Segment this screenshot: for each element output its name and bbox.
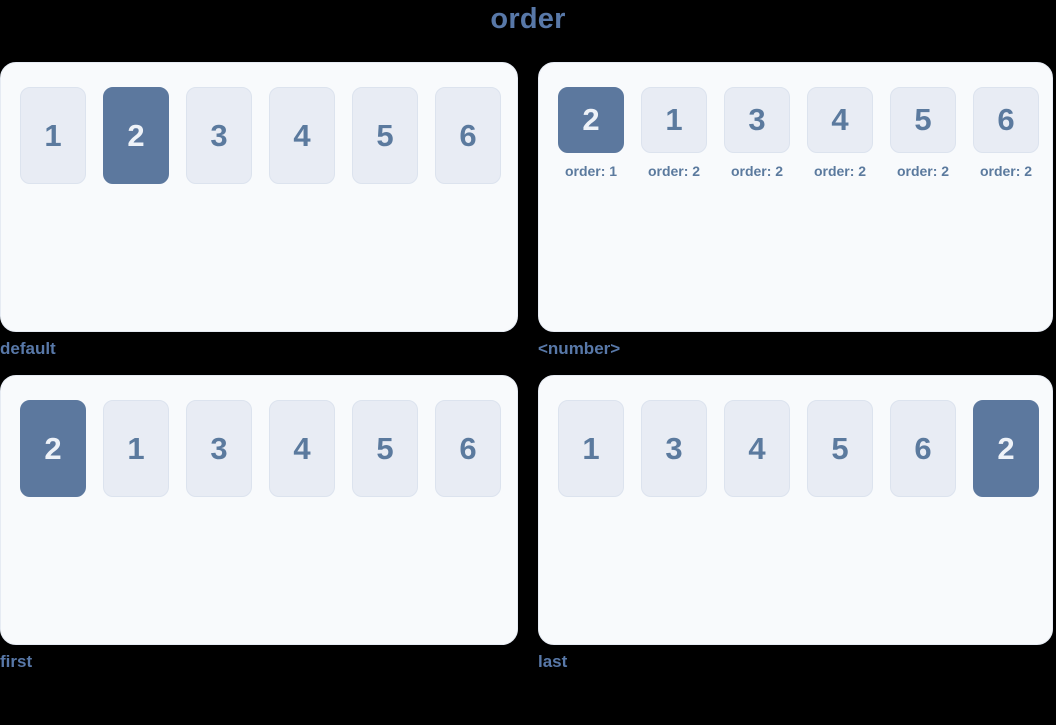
order-value-label: order: 2 [813, 163, 867, 179]
flex-item-column: 4 order: 2 [807, 87, 873, 179]
order-value-label: order: 1 [564, 163, 618, 179]
demo-section-default: 1 2 3 4 5 6 default [0, 62, 518, 359]
demo-section-number: 2 order: 1 1 order: 2 3 order: 2 4 order… [538, 62, 1053, 359]
page-title: order [490, 3, 566, 35]
flex-item-box: 5 [352, 400, 418, 497]
flex-item-box: 4 [724, 400, 790, 497]
order-value-label: order: 2 [979, 163, 1033, 179]
demo-panel-number: 2 order: 1 1 order: 2 3 order: 2 4 order… [538, 62, 1053, 332]
flex-item-box: 1 [103, 400, 169, 497]
flex-item-column: 6 order: 2 [973, 87, 1039, 179]
panel-caption-number: <number> [538, 339, 621, 358]
order-value-label: order: 2 [896, 163, 950, 179]
flex-item-box: 1 [558, 400, 624, 497]
flex-item-column: 1 order: 2 [641, 87, 707, 179]
flex-item-box: 2 [103, 87, 169, 184]
panel-caption-last: last [538, 652, 568, 671]
demo-panel-last: 1 3 4 5 6 2 [538, 375, 1053, 645]
flex-item-box: 1 [641, 87, 707, 153]
flex-item-column: 5 order: 2 [890, 87, 956, 179]
demo-panel-default: 1 2 3 4 5 6 [0, 62, 518, 332]
demo-section-last: 1 3 4 5 6 2 last [538, 375, 1053, 672]
flex-item-box: 3 [186, 400, 252, 497]
flex-item-box: 1 [20, 87, 86, 184]
flex-item-box: 5 [807, 400, 873, 497]
flex-item-box: 5 [352, 87, 418, 184]
flex-item-box: 4 [269, 87, 335, 184]
flex-item-box: 3 [724, 87, 790, 153]
flex-item-box: 2 [20, 400, 86, 497]
panel-caption-default: default [0, 339, 56, 358]
demo-grid: 1 2 3 4 5 6 default 2 order: 1 1 order: … [0, 62, 1053, 672]
flex-item-box: 6 [435, 400, 501, 497]
order-value-label: order: 2 [730, 163, 784, 179]
flex-item-box: 3 [641, 400, 707, 497]
flex-item-box: 4 [807, 87, 873, 153]
flex-item-box: 2 [558, 87, 624, 153]
flex-item-box: 3 [186, 87, 252, 184]
flex-item-box: 6 [435, 87, 501, 184]
flex-item-box: 6 [973, 87, 1039, 153]
demo-section-first: 2 1 3 4 5 6 first [0, 375, 518, 672]
order-value-label: order: 2 [647, 163, 701, 179]
flex-item-column: 2 order: 1 [558, 87, 624, 179]
flex-item-box: 2 [973, 400, 1039, 497]
flex-item-box: 6 [890, 400, 956, 497]
panel-caption-first: first [0, 652, 33, 671]
flex-item-box: 5 [890, 87, 956, 153]
flex-item-box: 4 [269, 400, 335, 497]
demo-panel-first: 2 1 3 4 5 6 [0, 375, 518, 645]
flex-item-column: 3 order: 2 [724, 87, 790, 179]
